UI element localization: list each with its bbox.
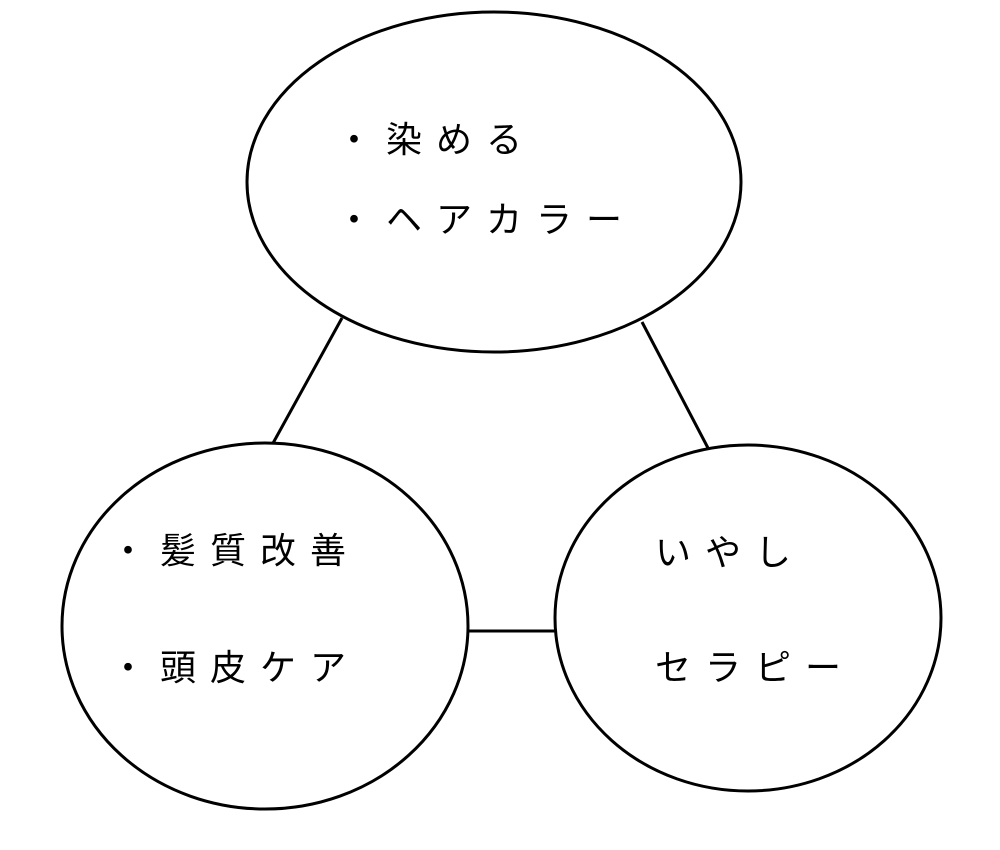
node-right-line-1: いやし: [655, 533, 805, 574]
node-left-line-2: ・頭皮ケア: [110, 648, 360, 689]
node-top-line-2: ・ヘアカラー: [336, 200, 636, 241]
node-left: ・髪質改善 ・頭皮ケア: [60, 441, 470, 811]
node-left-line-1: ・髪質改善: [110, 531, 360, 572]
connector-top-right: [640, 321, 710, 449]
node-right-line-2: セラピー: [655, 648, 855, 689]
node-right-ellipse: [553, 443, 943, 793]
node-right: いやし セラピー: [553, 443, 943, 793]
node-left-ellipse: [60, 441, 470, 811]
node-top-line-1: ・染める: [336, 120, 536, 161]
node-top-ellipse: [245, 10, 743, 354]
connector-top-left: [270, 317, 344, 446]
node-top: ・染める ・ヘアカラー: [245, 10, 743, 354]
